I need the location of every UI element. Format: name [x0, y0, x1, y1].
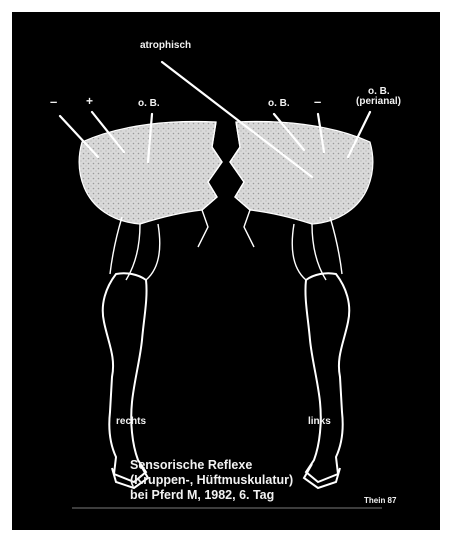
left-hock-region	[292, 217, 342, 280]
slide: atrophisch – + o. B. o. B. – o. B. (peri…	[12, 12, 440, 530]
label-left-ob-perianal-2: (perianal)	[356, 96, 401, 107]
left-hindleg-outline	[305, 273, 349, 482]
label-left-minus: –	[314, 96, 321, 107]
caption-line-3: bei Pferd M, 1982, 6. Tag	[130, 488, 274, 503]
pointer-right-minus	[60, 116, 98, 157]
label-side-right: rechts	[116, 416, 146, 427]
label-left-ob: o. B.	[268, 98, 290, 109]
label-atrophisch: atrophisch	[140, 40, 191, 51]
credit: Thein 87	[364, 496, 396, 505]
right-hindquarter	[79, 122, 222, 488]
label-side-left: links	[308, 416, 331, 427]
right-hindleg-outline	[103, 273, 147, 482]
left-hindquarter	[230, 122, 373, 488]
label-right-ob: o. B.	[138, 98, 160, 109]
label-right-plus: +	[86, 96, 93, 107]
label-right-minus: –	[50, 96, 57, 107]
caption-line-2: (Kruppen-, Hüftmuskulatur)	[130, 473, 293, 488]
caption-line-1: Sensorische Reflexe	[130, 458, 252, 473]
left-croup-muscle	[230, 122, 373, 224]
right-hock-region	[110, 217, 160, 280]
